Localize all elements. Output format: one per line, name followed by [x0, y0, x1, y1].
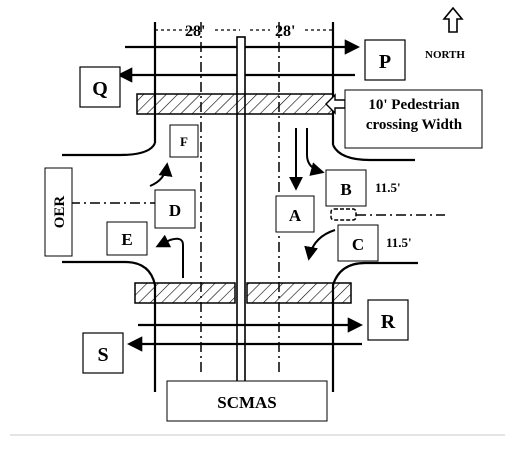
north-label: NORTH	[425, 49, 465, 61]
crosswalk-bottom-right	[246, 282, 352, 304]
island-marker	[330, 208, 357, 221]
movement-label-c: C	[352, 235, 364, 254]
side-road-box	[44, 167, 73, 257]
movement-label-a: A	[289, 206, 302, 225]
north-arrow-icon	[442, 6, 464, 33]
dimension-right-label: 28'	[275, 23, 295, 40]
movement-label-e: E	[121, 230, 132, 249]
crosswalk-bottom-left	[134, 282, 236, 304]
offset-label-lower: 11.5'	[386, 235, 412, 250]
movement-box-f	[169, 124, 199, 158]
dimension-left-label: 28'	[185, 23, 205, 40]
direction-label-p: P	[379, 51, 391, 73]
side-road-label: OER	[52, 196, 68, 229]
movement-label-b: B	[340, 180, 351, 199]
movement-label-d: D	[169, 201, 181, 220]
direction-box-q	[79, 66, 121, 108]
direction-box-p	[364, 39, 406, 81]
movement-arrow-f	[149, 162, 173, 187]
direction-box-r	[367, 299, 409, 341]
direction-label-r: R	[381, 311, 396, 333]
movement-box-a	[275, 195, 315, 233]
direction-label-s: S	[97, 344, 108, 366]
movement-arrow-c	[304, 229, 336, 261]
movement-arrow-d	[155, 234, 184, 278]
movement-box-e	[106, 221, 148, 256]
main-road-box	[166, 380, 328, 422]
median	[236, 36, 246, 393]
movement-arrow-a-right	[306, 128, 325, 176]
crossing-note-line1: 10' Pedestrian	[368, 97, 460, 113]
offset-label-upper: 11.5'	[375, 180, 401, 195]
crossing-note-box	[344, 89, 483, 149]
dimension-markers	[154, 22, 334, 38]
movement-box-d	[154, 189, 196, 229]
crossing-note-line2: crossing Width	[366, 117, 463, 133]
main-road-label: SCMAS	[217, 393, 277, 412]
movement-label-f: F	[180, 134, 188, 149]
crosswalk-top	[136, 93, 334, 115]
direction-label-q: Q	[92, 78, 108, 100]
direction-box-s	[82, 332, 124, 374]
movement-box-b	[325, 169, 367, 207]
movement-box-c	[337, 224, 379, 262]
